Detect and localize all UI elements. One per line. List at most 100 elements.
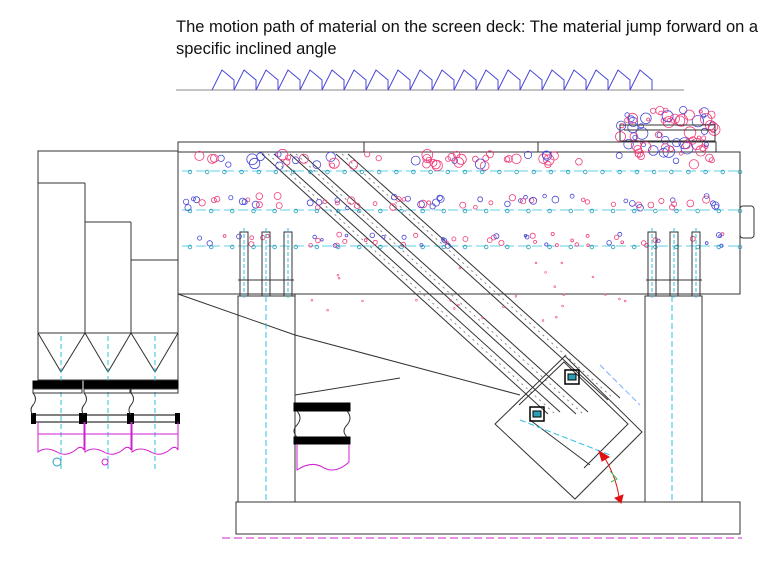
particle-2-0: [372, 239, 378, 245]
motor-inner-plate: [518, 361, 629, 469]
deck-hole-2-10: [399, 244, 404, 250]
particle-1-21: [315, 199, 323, 206]
flange-bolt-left-3: [129, 413, 134, 424]
fine-particle-21: [604, 293, 607, 296]
fine-particle-24: [361, 299, 364, 303]
fine-particle-9: [555, 316, 558, 319]
feed-particle-60: [680, 141, 694, 155]
feed-particle-61: [675, 114, 688, 127]
particle-2-39: [656, 238, 661, 243]
brace-edge-b-1: [273, 153, 561, 413]
particle-2-49: [718, 234, 722, 238]
deck-hole-1-17: [547, 208, 552, 214]
deck-hole-0-16: [462, 169, 468, 175]
particle-0-5: [276, 148, 289, 161]
deck-hole-1-1: [208, 208, 214, 214]
arrow-arc: [602, 454, 620, 498]
brace-edge-a-1: [261, 153, 549, 415]
deck-hole-0-25: [617, 169, 622, 175]
particle-2-22: [441, 237, 447, 244]
deck-hole-1-4: [272, 208, 277, 214]
hopper-small-circle: [52, 457, 62, 467]
particle-0-19: [688, 159, 700, 170]
deck-hole-2-11: [420, 244, 425, 250]
vibration-direction-arrow-icon: [598, 449, 624, 504]
spring-supports: [238, 228, 702, 298]
particle-1-44: [581, 197, 586, 202]
particle-0-13: [256, 152, 265, 162]
motor-inner-line: [529, 419, 591, 466]
deck-hole-2-8: [357, 244, 362, 250]
deck-hole-0-1: [204, 169, 210, 175]
particle-1-32: [213, 195, 221, 203]
feed-particle-53: [672, 138, 682, 148]
particle-1-30: [508, 194, 517, 202]
deck-hole-0-32: [737, 169, 743, 175]
flange-bolt-left-2: [82, 413, 87, 424]
particle-2-8: [222, 234, 227, 238]
deck-hole-1-12: [441, 208, 446, 214]
dust-bag-3: [131, 422, 179, 455]
hopper-guide-lines: [60, 336, 156, 470]
particle-1-6: [623, 198, 629, 204]
particle-1-12: [488, 200, 494, 206]
fine-particle-12: [544, 271, 547, 274]
arrow-head-top: [598, 449, 610, 462]
deck-hole-1-7: [335, 208, 341, 214]
particle-0-54: [637, 152, 645, 161]
outlet-handle: [739, 205, 755, 239]
particle-2-44: [570, 238, 574, 243]
particle-2-1: [490, 234, 497, 241]
fine-particle-23: [541, 319, 545, 322]
flange-bolt-right-3: [175, 413, 180, 424]
fine-particle-22: [481, 316, 484, 320]
deck-hole-2-25: [716, 244, 721, 250]
deck-hole-1-14: [484, 208, 489, 214]
particle-0-32: [615, 152, 623, 160]
deck-hole-1-25: [716, 208, 721, 214]
feed-particle-12: [699, 144, 707, 152]
feed-particle-44: [703, 142, 709, 148]
feed-particle-67: [627, 112, 638, 124]
base-frame: [222, 501, 742, 539]
deck-hole-2-1: [208, 244, 214, 250]
feed-particle-17: [695, 145, 707, 157]
particle-2-23: [585, 233, 590, 238]
brace-3: [335, 153, 621, 401]
screen-box: [177, 141, 755, 415]
particle-2-28: [401, 234, 407, 240]
particle-1-2: [251, 200, 260, 209]
particle-2-51: [704, 241, 709, 245]
deck-hole-2-9: [378, 244, 383, 250]
particle-2-24: [550, 231, 555, 236]
particle-1-4: [584, 199, 591, 205]
particle-2-37: [555, 243, 559, 248]
particle-0-37: [225, 161, 232, 168]
fine-particle-18: [623, 299, 627, 303]
feed-particle-3: [638, 123, 644, 129]
particle-0-52: [283, 158, 291, 166]
feed-particle-28: [698, 109, 703, 114]
deck-hole-2-4: [272, 244, 277, 250]
particle-2-13: [533, 239, 537, 244]
feed-particle-57: [627, 115, 635, 122]
particle-0-36: [575, 157, 583, 166]
deck-hole-0-19: [514, 169, 519, 175]
particle-1-3: [477, 196, 484, 203]
particle-0-24: [431, 159, 441, 170]
feed-inlet-frame: [619, 124, 716, 142]
particle-1-50: [275, 202, 283, 210]
diagonal-braces: [261, 153, 621, 415]
deck-hole-0-12: [394, 169, 399, 175]
fine-particle-3: [457, 303, 460, 307]
fine-particle-13: [534, 261, 538, 265]
flange-wave-1: [30, 392, 36, 416]
deck-hole-0-11: [376, 169, 382, 175]
deck-hole-1-9: [378, 208, 383, 214]
deck-hole-0-27: [651, 169, 657, 175]
feed-particle-42: [707, 110, 716, 119]
particle-0-42: [431, 160, 443, 172]
particle-1-67: [395, 196, 402, 202]
particle-2-58: [444, 240, 449, 245]
feed-particle-25: [707, 121, 719, 133]
